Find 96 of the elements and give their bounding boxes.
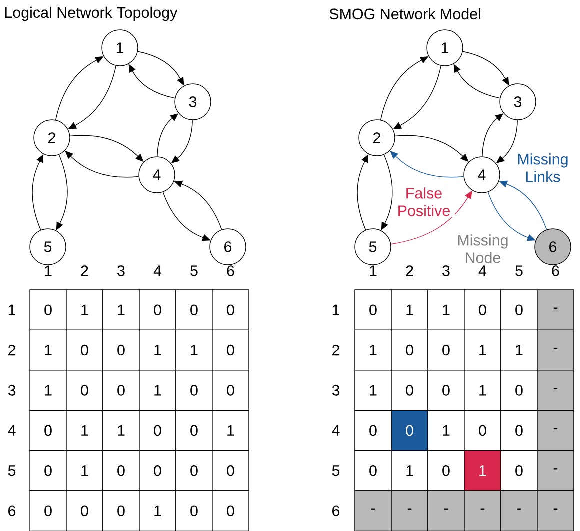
matrix-cell: 1	[30, 370, 67, 411]
matrix-cell: -	[354, 490, 392, 531]
row-header: 1	[8, 304, 16, 316]
matrix-cell: 1	[500, 330, 538, 371]
matrix-cell: -	[537, 410, 574, 452]
row-header: 2	[8, 344, 16, 356]
matrix-cell: -	[537, 290, 574, 331]
matrix-cell: 1	[139, 330, 176, 371]
matrix-cell: 0	[500, 290, 538, 331]
row-header: 5	[8, 466, 16, 476]
matrix-cell: 1	[30, 330, 67, 371]
matrix-cell: 1	[102, 410, 140, 452]
matrix-cell: 0	[464, 290, 502, 331]
matrix-cell: 1	[66, 450, 104, 492]
matrix-cell: -	[537, 490, 574, 531]
row-header: 3	[332, 385, 340, 396]
matrix-cell: 0	[212, 450, 250, 492]
matrix-cell: 0	[354, 450, 392, 492]
matrix-cell: 1	[428, 410, 465, 452]
panel-title: Logical Network Topology	[5, 6, 178, 22]
column-header: 5	[190, 266, 198, 276]
matrix-cell: 0	[176, 450, 213, 492]
matrix-cell: 1	[139, 370, 176, 411]
matrix-cell: 0	[464, 410, 502, 452]
matrix-cell: 1	[212, 410, 250, 452]
node-caption: Missing Node	[458, 234, 508, 264]
matrix-cell: 0	[176, 410, 213, 452]
matrix-cell: 0	[66, 330, 104, 371]
matrix-cell: 0	[176, 290, 213, 331]
matrix-cell: 1	[66, 410, 104, 452]
matrix-cell: 0	[139, 410, 176, 452]
matrix-cell: 1	[354, 370, 392, 411]
matrix-cell: 0	[102, 490, 140, 531]
column-header: 3	[118, 266, 125, 276]
matrix-cell: 1	[428, 290, 465, 331]
matrix-cell: -	[500, 490, 538, 531]
matrix-cell: -	[391, 490, 428, 531]
matrix-cell: 0	[354, 410, 392, 452]
matrix-cell: 0	[212, 330, 250, 371]
column-header: 2	[81, 266, 88, 276]
matrix-cell: -	[537, 330, 574, 371]
matrix-cell: 0	[30, 490, 67, 531]
matrix-cell: 0	[500, 450, 538, 492]
matrix-cell: 1	[66, 290, 104, 331]
matrix-cell: 0	[30, 450, 67, 492]
matrix-cell: -	[537, 450, 574, 492]
matrix-cell: 0	[428, 330, 465, 371]
edge-label: False Positive	[392, 186, 456, 218]
matrix-cell: 0	[428, 450, 465, 492]
column-header: 5	[516, 266, 523, 276]
column-header: 4	[478, 266, 487, 276]
matrix-cell: 0	[391, 370, 428, 411]
matrix-cell: 0	[500, 410, 538, 452]
matrix-cell: 1	[464, 330, 502, 371]
matrix-cell: 0	[102, 370, 140, 411]
matrix-cell: 1	[354, 330, 392, 371]
matrix-cell: 0	[391, 410, 428, 452]
row-header: 6	[332, 506, 340, 516]
matrix-cell: 0	[30, 410, 67, 452]
matrix-cell: 0	[139, 450, 176, 492]
matrix-cell: 0	[391, 330, 428, 371]
matrix-cell: 1	[464, 450, 502, 492]
row-header: 4	[8, 425, 16, 436]
matrix-cell: 1	[139, 490, 176, 531]
row-header: 5	[332, 466, 340, 476]
matrix-cell: 0	[102, 450, 140, 492]
matrix-cell: 0	[212, 290, 250, 331]
matrix-cell: 1	[176, 330, 213, 371]
matrix-cell: 0	[30, 290, 67, 331]
column-header: 2	[406, 266, 414, 276]
row-header: 2	[332, 344, 340, 356]
column-header: 3	[442, 266, 450, 276]
matrix-cell: 0	[354, 290, 392, 331]
matrix-cell: -	[428, 490, 465, 531]
matrix-cell: 1	[102, 290, 140, 331]
matrix-cell: 0	[102, 330, 140, 371]
matrix-cell: 0	[66, 370, 104, 411]
matrix-cell: 0	[176, 370, 213, 411]
matrix-cell: -	[464, 490, 502, 531]
matrix-cell: 0	[66, 490, 104, 531]
row-header: 6	[8, 506, 16, 516]
row-header: 3	[8, 385, 16, 396]
matrix-cell: 0	[500, 370, 538, 411]
matrix-cell: 1	[464, 370, 502, 411]
column-header: 4	[154, 266, 162, 276]
edge-label: Missing Links	[512, 152, 574, 184]
matrix-cell: 0	[176, 490, 213, 531]
matrix-cell: 1	[391, 290, 428, 331]
matrix-cell: 1	[391, 450, 428, 492]
row-header: 1	[332, 304, 340, 316]
row-header: 4	[332, 425, 340, 436]
matrix-cell: -	[537, 370, 574, 411]
matrix-cell: 0	[212, 370, 250, 411]
matrix-cell: 0	[212, 490, 250, 531]
matrix-cell: 0	[139, 290, 176, 331]
matrix-cell: 0	[428, 370, 465, 411]
